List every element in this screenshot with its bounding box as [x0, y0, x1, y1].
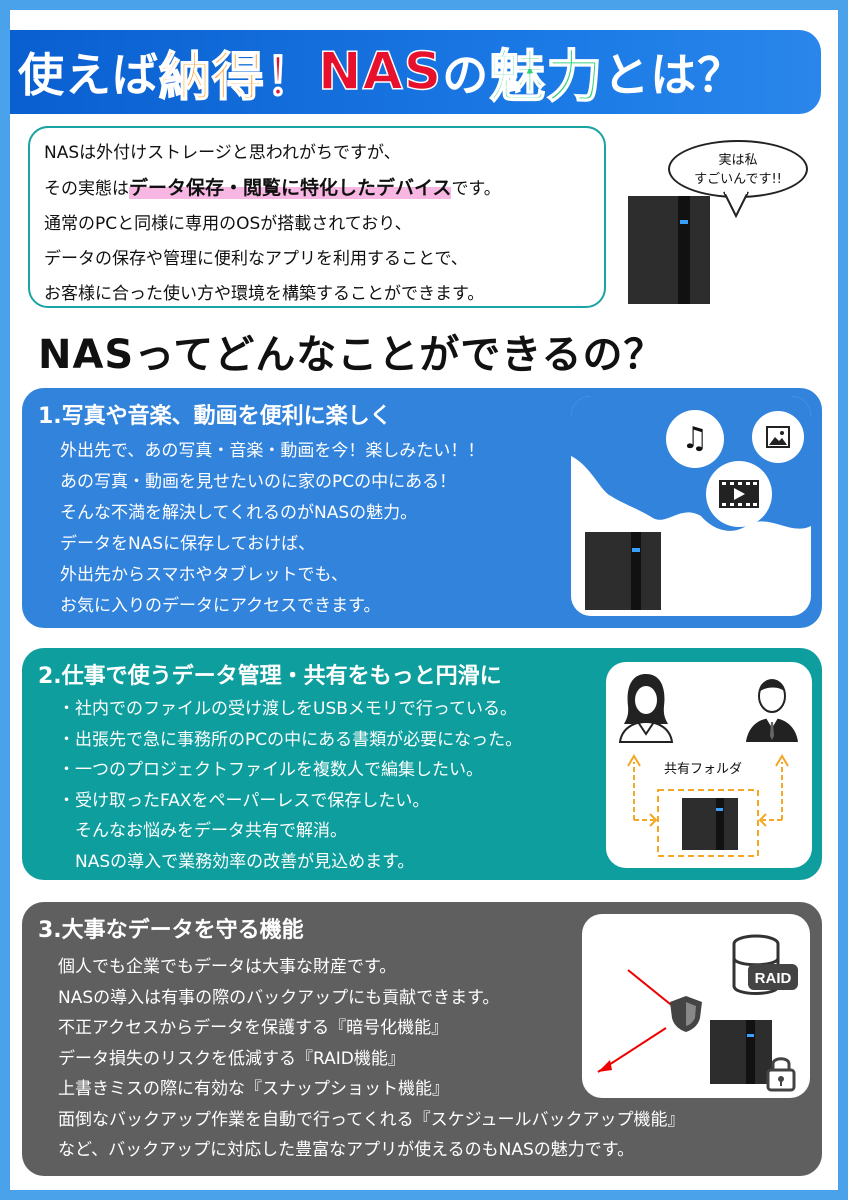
section-3-line: など、バックアップに対応した豊富なアプリが使えるのもNASの魅力です。 — [58, 1140, 635, 1160]
title-part-1: 使えば — [18, 48, 159, 102]
intro-line-post: です。 — [451, 179, 501, 199]
section-1-line: あの写真・動画を見せたいのに家のPCの中にある！ — [60, 472, 457, 492]
intro-box: NASは外付けストレージと思われがちですが、 その実態はデータ保存・閲覧に特化し… — [28, 126, 606, 308]
section-question-heading: NASってどんなことができるの？ — [38, 332, 665, 378]
section-3-line: NASの導入は有事の際のバックアップにも貢献できます。 — [58, 987, 500, 1008]
intro-line: データの保存や管理に便利なアプリを利用することで、 — [44, 249, 468, 269]
speech-bubble-tail — [723, 190, 749, 219]
nas-device-image — [628, 196, 710, 304]
title-part-6: 魅力 — [489, 44, 604, 111]
intro-line: NASは外付けストレージと思われがちですが、 — [44, 143, 401, 163]
nas-device-image — [585, 532, 661, 610]
intro-line: 通常のPCと同様に専用のOSが搭載されており、 — [44, 214, 412, 234]
nas-device-image — [682, 798, 738, 850]
nas-device-image — [710, 1020, 772, 1084]
section-2-card: 2.仕事で使うデータ管理・共有をもっと円滑に ・社内でのファイルの受け渡しをUS… — [22, 648, 822, 880]
title-part-2: 納得 — [158, 47, 266, 109]
section-3-line: 上書きミスの際に有効な『スナップショット機能』 — [58, 1079, 449, 1099]
dashed-arrows — [627, 754, 789, 857]
section-3-line: 不正アクセスからデータを保護する『暗号化機能』 — [58, 1018, 449, 1038]
section-3-line: 個人でも企業でもデータは大事な財産です。 — [58, 957, 397, 977]
bubble-line: 実は私 — [718, 153, 758, 168]
shield-icon — [670, 996, 702, 1032]
title-part-3: ！ — [264, 47, 319, 109]
section-2-line: NASの導入で業務効率の改善が見込めます。 — [58, 851, 415, 872]
security-illustration: RAID — [582, 914, 810, 1098]
intro-line: その実態はデータ保存・閲覧に特化したデバイスです。 — [44, 171, 604, 207]
image-icon — [752, 411, 804, 463]
database-icon: RAID — [732, 934, 798, 995]
page-title: 使えば 納得 ！ NAS の 魅力 とは？ — [18, 30, 818, 114]
shared-folder-label: 共有フォルダ — [664, 762, 743, 777]
title-part-7: とは？ — [603, 48, 745, 102]
section-1-line: データをNASに保存しておけば、 — [60, 534, 316, 554]
intro-line: お客様に合った使い方や環境を構築することができます。 — [44, 284, 485, 304]
section-1-line: そんな不満を解決してくれるのがNASの魅力。 — [60, 503, 418, 523]
section-2-line: ・社内でのファイルの受け渡しをUSBメモリで行っている。 — [58, 699, 518, 719]
media-illustration: ♫ — [571, 396, 811, 616]
section-1-line: 外出先で、あの写真・音楽・動画を今！楽しみたい！！ — [60, 441, 485, 461]
bubble-line: すごいんです!! — [694, 172, 782, 187]
section-3-heading: 3.大事なデータを守る機能 — [38, 918, 304, 943]
section-2-line: ・受け取ったFAXをペーパーレスで保存したい。 — [58, 790, 430, 811]
section-3-line: データ損失のリスクを低減する『RAID機能』 — [58, 1048, 405, 1069]
section-3-card: 3.大事なデータを守る機能 個人でも企業でもデータは大事な財産です。 NASの導… — [22, 902, 822, 1176]
raid-label: RAID — [755, 970, 792, 987]
man-user-icon — [746, 679, 798, 742]
section-1-card: 1.写真や音楽、動画を便利に楽しく 外出先で、あの写真・音楽・動画を今！楽しみた… — [22, 388, 822, 628]
title-banner — [10, 30, 821, 114]
music-icon: ♫ — [666, 410, 724, 468]
section-1-line: お気に入りのデータにアクセスできます。 — [60, 596, 381, 616]
file-share-illustration: 共有フォルダ — [606, 662, 812, 868]
section-2-line: ・出張先で急に事務所のPCの中にある書類が必要になった。 — [58, 729, 523, 750]
section-2-line: そんなお悩みをデータ共有で解消。 — [58, 821, 347, 841]
intro-line-pre: その実態は — [44, 179, 129, 199]
title-part-4: NAS — [317, 41, 443, 103]
section-2-line: ・一つのプロジェクトファイルを複数人で編集したい。 — [58, 760, 483, 780]
lock-icon — [766, 1057, 796, 1092]
section-2-heading: 2.仕事で使うデータ管理・共有をもっと円滑に — [38, 664, 502, 689]
section-3-line: 面倒なバックアップ作業を自動で行ってくれる『スケジュールバックアップ機能』 — [58, 1109, 685, 1130]
section-1-line: 外出先からスマホやタブレットでも、 — [60, 565, 348, 585]
video-icon — [706, 461, 772, 527]
section-1-heading: 1.写真や音楽、動画を便利に楽しく — [38, 404, 392, 429]
intro-highlight: データ保存・閲覧に特化したデバイス — [129, 177, 452, 199]
woman-user-icon — [618, 674, 674, 743]
title-part-5: の — [442, 48, 490, 102]
